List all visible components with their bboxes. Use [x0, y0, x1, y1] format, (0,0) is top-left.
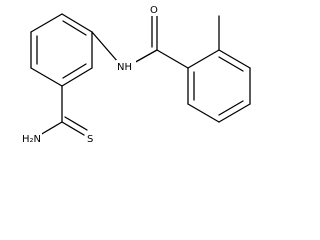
ring-bond	[30, 67, 63, 87]
c-s-double-bond	[61, 121, 85, 136]
ring-double-bond	[62, 63, 87, 79]
ring-bond	[187, 49, 220, 69]
oxygen-label: O	[150, 5, 158, 16]
ring-bond	[30, 13, 63, 33]
ring-bond	[61, 67, 93, 87]
label-background	[20, 132, 42, 145]
label-background	[116, 60, 136, 73]
label-background	[149, 3, 160, 16]
ring-to-nh-bond	[91, 31, 119, 63]
sulfur-label: S	[87, 134, 93, 145]
ring-bond	[218, 103, 251, 123]
thioamide-group: H₂N S	[20, 85, 96, 145]
ring-bond	[218, 49, 251, 69]
nh-to-carbonyl-bond	[131, 49, 158, 65]
amide-linkage: NH O	[91, 3, 189, 73]
left-benzene-ring	[30, 13, 93, 87]
nh-label: NH	[117, 62, 132, 73]
chemical-structure-diagram: H₂N S NH O	[20, 3, 251, 145]
c-to-nh2-bond	[39, 121, 63, 136]
ring-double-bond	[218, 56, 244, 72]
ring-bond	[187, 103, 220, 123]
ring-bond	[61, 13, 93, 33]
right-benzene-ring	[187, 49, 251, 123]
carbonyl-to-ring-bond	[156, 49, 189, 69]
nh2-label: H₂N	[22, 134, 41, 145]
ring-double-bond	[62, 20, 87, 36]
ring-double-bond	[218, 100, 244, 116]
label-background	[86, 132, 96, 145]
c-s-double-bond	[64, 116, 88, 131]
